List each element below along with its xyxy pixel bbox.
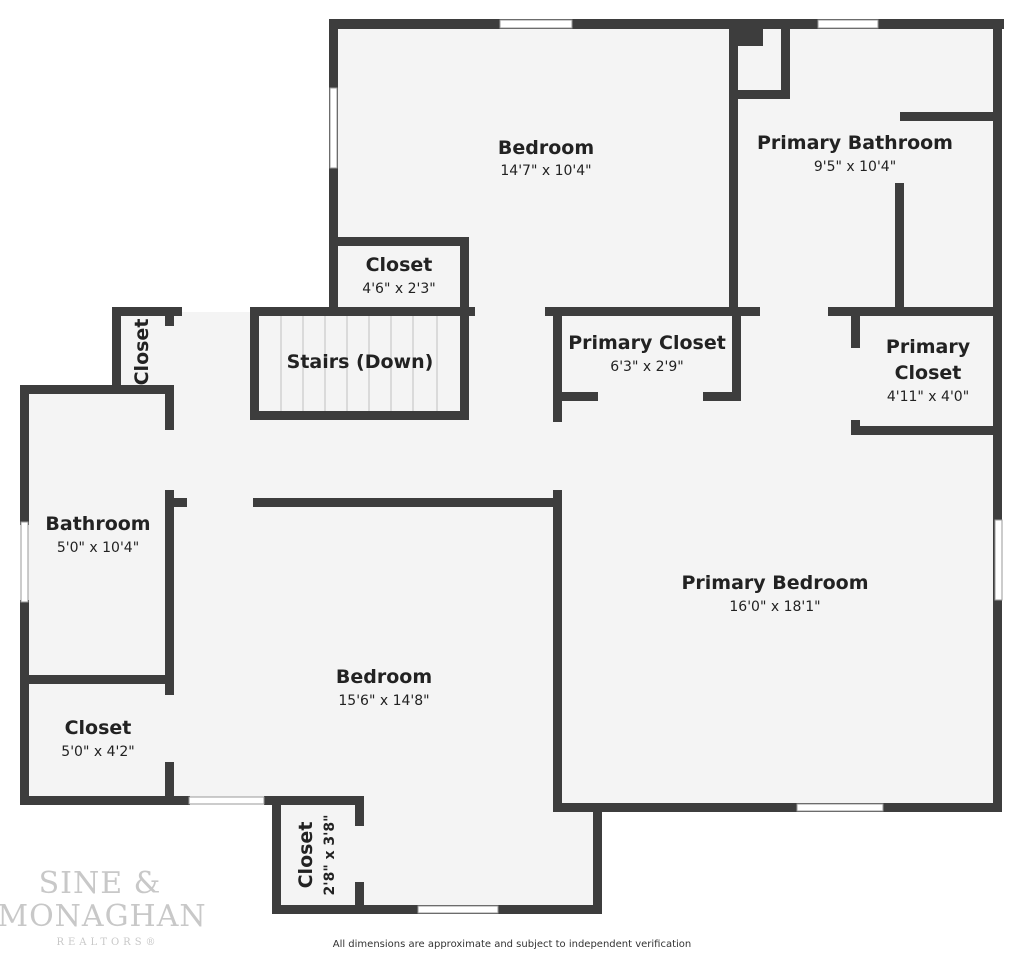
window — [188, 796, 265, 805]
room-labels: Bedroom 14'7" x 10'4" Primary Bathroom 9… — [45, 132, 970, 895]
windows — [20, 19, 1003, 914]
room-name: Bathroom — [45, 513, 150, 535]
room-dims: 15'6" x 14'8" — [338, 693, 429, 709]
room-name: Stairs (Down) — [287, 351, 434, 373]
room-name: Closet — [65, 717, 132, 739]
stairs-treads — [280, 316, 438, 411]
room-name: Primary Closet — [568, 332, 726, 354]
room-name: Closet — [895, 362, 962, 384]
room-name: Closet — [366, 254, 433, 276]
room-dims: 5'0" x 10'4" — [57, 540, 139, 556]
room-name: Bedroom — [336, 666, 432, 688]
room-name: Primary — [886, 336, 971, 358]
room-name: Closet — [131, 319, 153, 386]
room-dims: 16'0" x 18'1" — [729, 599, 820, 615]
room-dims: 4'11" x 4'0" — [887, 389, 969, 405]
room-dims: 9'5" x 10'4" — [814, 159, 896, 175]
room-name: Primary Bedroom — [681, 572, 868, 594]
room-dims: 14'7" x 10'4" — [500, 163, 591, 179]
window — [817, 19, 879, 29]
room-name: Bedroom — [498, 137, 594, 159]
svg-text:REALTORS®: REALTORS® — [56, 937, 159, 948]
room-dims: 4'6" x 2'3" — [362, 281, 435, 297]
svg-text:SINE &: SINE & — [39, 866, 162, 901]
svg-text:MONAGHAN: MONAGHAN — [0, 899, 207, 934]
disclaimer: All dimensions are approximate and subje… — [333, 939, 692, 950]
brand-logo: SINE & MONAGHAN REALTORS® — [0, 866, 207, 948]
window — [796, 803, 884, 812]
room-dims: 6'3" x 2'9" — [610, 359, 683, 375]
window — [994, 519, 1003, 601]
window — [329, 87, 338, 169]
window — [417, 905, 499, 914]
room-name: Closet — [295, 822, 317, 889]
walls — [20, 19, 1004, 914]
window — [20, 521, 29, 603]
room-name: Primary Bathroom — [757, 132, 953, 154]
room-dims: 2'8" x 3'8" — [322, 815, 338, 896]
window — [499, 19, 573, 29]
room-dims: 5'0" x 4'2" — [61, 744, 134, 760]
